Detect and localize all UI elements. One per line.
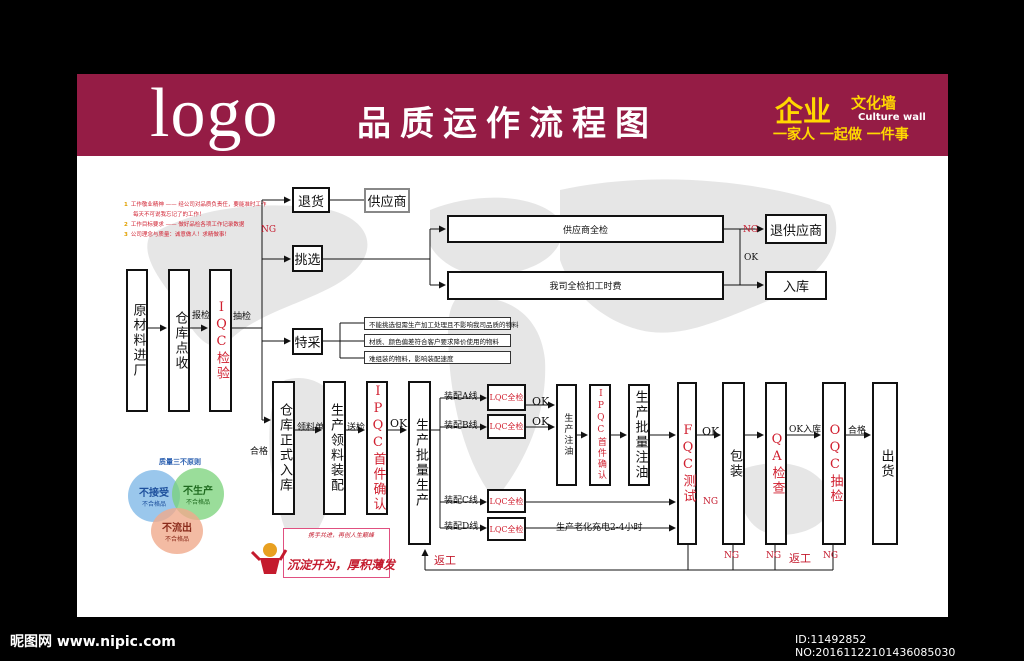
sample-label: 抽检 (233, 312, 252, 322)
ng-label-supplier: NG (743, 225, 759, 235)
special-note-2: 材质、颜色偏差符合客户要求降价使用的物料 (364, 334, 511, 347)
lqc-a-box: LQC全检 (487, 384, 526, 411)
qa-box: QA检查 (765, 382, 787, 545)
oqc-box: OQC抽检 (822, 382, 846, 545)
pack-box: 包装 (722, 382, 745, 545)
promo-line-1: 携手共进，再创人生巅峰 (308, 532, 375, 539)
lqc-b-box: LQC全检 (487, 414, 526, 439)
line-a-label: 装配A线 (444, 392, 478, 402)
warehouse-formal-box: 仓库正式入库 (272, 381, 295, 515)
send-check-label: 送检 (347, 423, 366, 433)
quality-title: 质量三不原则 (159, 458, 201, 466)
ipqc-first-box: IPQC首件确认 (366, 381, 388, 515)
promo-frame (283, 528, 390, 578)
report-label: 报检 (192, 311, 211, 321)
brand-english: Culture wall (858, 112, 926, 123)
return-box: 退货 (292, 187, 330, 213)
pick-list-label: 领料单 (297, 423, 325, 433)
ok-label-lqc-b: OK (532, 415, 550, 428)
return-supplier-box: 退供应商 (765, 214, 827, 244)
special-note-3: 难组装的物料，影响装配速度 (364, 351, 511, 364)
footer-site: 昵图网 www.nipic.com (10, 634, 176, 650)
ng-label-pack: NG (724, 551, 740, 561)
note-1b: 每天不可说我忘记了的工作！ (133, 212, 205, 218)
ok-label-fqc: OK (702, 425, 720, 438)
fqc-box: FQC测试 (677, 382, 697, 545)
special-purchase-box: 特采 (292, 328, 323, 355)
line-b-label: 装配B线 (444, 421, 478, 431)
promo-line-2: 沉淀开为，厚积薄发 (287, 558, 396, 572)
mass-oil-box: 生产批量注油 (628, 384, 650, 486)
mass-production-box: 生产批量生产 (408, 381, 431, 545)
aging-label: 生产老化充电2-4小时 (556, 523, 643, 533)
qualified-label: 合格 (250, 447, 269, 457)
rework-label-right: 返工 (789, 552, 811, 565)
stock-in-box: 入库 (765, 271, 827, 300)
supplier-full-check-box: 供应商全检 (447, 215, 724, 243)
pick-box: 挑选 (292, 245, 323, 272)
quality-circle-3: 不流出不合格品 (151, 508, 203, 554)
ipqc-first2-box: IPQC首件确认 (589, 384, 611, 486)
ok-label-ipqc: OK (390, 417, 408, 430)
ship-box: 出货 (872, 382, 898, 545)
iqc-box: IQC检验 (209, 269, 232, 412)
ng-label-qa: NG (766, 551, 782, 561)
rework-label-left: 返工 (434, 554, 456, 567)
brand-main: 企业 (775, 95, 832, 128)
prod-oil-box: 生产注油 (556, 384, 577, 486)
prod-material-box: 生产领料装配 (323, 381, 346, 515)
ok-label-lqc-a: OK (532, 395, 550, 408)
line-c-label: 装配C线 (444, 496, 478, 506)
brand-slogan: 一家人 一起做 一件事 (773, 127, 909, 143)
ng-label-fqc: NG (703, 497, 719, 507)
our-full-check-box: 我司全检扣工时费 (447, 271, 724, 300)
mascot-figure-icon (250, 543, 288, 574)
lqc-c-box: LQC全检 (487, 489, 526, 513)
raw-material-box: 原材料进厂 (126, 269, 148, 412)
supplier-box: 供应商 (364, 188, 410, 213)
lqc-d-box: LQC全检 (487, 517, 526, 541)
footer-id: ID:11492852 NO:20161122101436085030 (795, 633, 956, 659)
warehouse-count-box: 仓库点收 (168, 269, 190, 412)
page-title: 品质运作流程图 (357, 104, 658, 144)
ng-label-oqc: NG (823, 551, 839, 561)
qualified-label-oqc: 合格 (848, 426, 867, 436)
ok-stock-label: OK入库 (789, 425, 822, 435)
brand-sub: 文化墙 (851, 94, 897, 112)
line-d-label: 装配D线 (444, 522, 479, 532)
header-banner (77, 74, 948, 156)
ok-label-supplier: OK (744, 253, 759, 263)
logo: logo (150, 75, 279, 152)
special-note-1: 不能挑选但需生产加工处理且不影响我司品质的物料 (364, 317, 519, 330)
ng-label-iqc: NG (261, 225, 277, 235)
